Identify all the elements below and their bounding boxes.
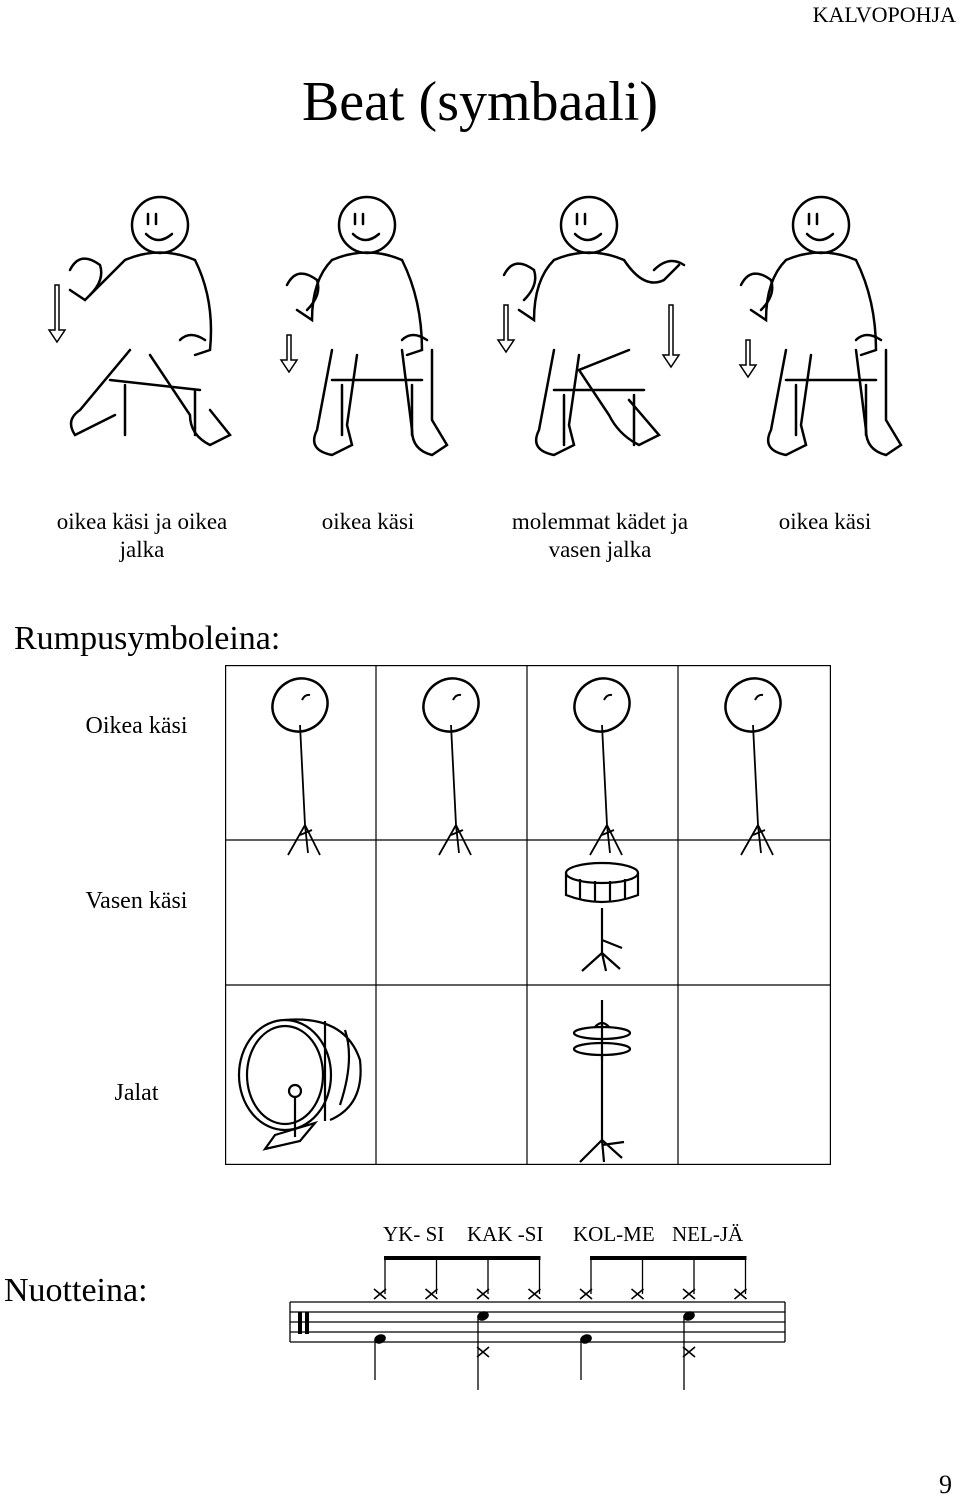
count-syllable: NEL-JÄ [672, 1222, 744, 1246]
page-title: Beat (symbaali) [301, 71, 659, 133]
cymbal-icon [714, 667, 792, 857]
count-syllable: KOL-ME [573, 1222, 655, 1246]
snare-note [683, 1311, 695, 1321]
page-number: 9 [939, 1470, 952, 1499]
hi-hat-icon [572, 1000, 632, 1163]
caption-line: vasen jalka [548, 537, 652, 562]
note-beam [590, 1256, 747, 1260]
caption-line: oikea käsi [321, 509, 415, 534]
hihat-note [579, 1288, 593, 1300]
seated-figure-1-icon [47, 195, 232, 447]
seated-figure-4-icon [738, 195, 903, 457]
notation-heading: Nuotteina: [4, 1272, 148, 1309]
hihat-foot-note [476, 1346, 490, 1358]
hihat-note [630, 1288, 645, 1300]
seated-figure-2-icon [279, 195, 449, 457]
bass-drum-note [374, 1334, 386, 1344]
count-syllable: YK- SI [383, 1222, 445, 1246]
row-label-feet: Jalat [114, 1080, 159, 1106]
drum-symbols-heading: Rumpusymboleina: [14, 620, 281, 657]
cymbal-icon [412, 667, 490, 857]
hihat-note [373, 1288, 387, 1300]
hihat-note [424, 1288, 439, 1300]
hihat-note [527, 1288, 542, 1300]
caption-line: oikea käsi ja oikea [56, 509, 228, 534]
row-label-left-hand: Vasen käsi [85, 888, 188, 914]
figure-caption: oikea käsi [705, 508, 945, 536]
figure-caption: molemmat kädet ja vasen jalka [480, 508, 720, 564]
hihat-note [476, 1288, 490, 1300]
bass-drum-note [580, 1334, 592, 1344]
note-beam [384, 1256, 541, 1260]
cymbal-icon [261, 667, 339, 857]
percussion-clef-icon [298, 1312, 309, 1334]
hihat-note [682, 1288, 696, 1300]
drum-staff [289, 1256, 786, 1390]
snare-note [477, 1311, 489, 1321]
snare-drum-icon [564, 861, 640, 972]
drum-symbol-grid [225, 665, 831, 1165]
hihat-note [733, 1288, 748, 1300]
caption-line: oikea käsi [778, 509, 872, 534]
bass-drum-icon [237, 1018, 362, 1151]
caption-line: molemmat kädet ja [511, 509, 689, 534]
cymbal-icon [563, 667, 641, 857]
count-syllable: KAK -SI [467, 1222, 544, 1246]
row-label-right-hand: Oikea käsi [85, 713, 188, 739]
header-label: KALVOPOHJA [812, 2, 956, 27]
figure-caption: oikea käsi ja oikea jalka [22, 508, 262, 564]
figure-caption: oikea käsi [248, 508, 488, 536]
seated-figure-3-icon [496, 195, 686, 457]
caption-line: jalka [119, 537, 165, 562]
hihat-foot-note [682, 1346, 696, 1358]
